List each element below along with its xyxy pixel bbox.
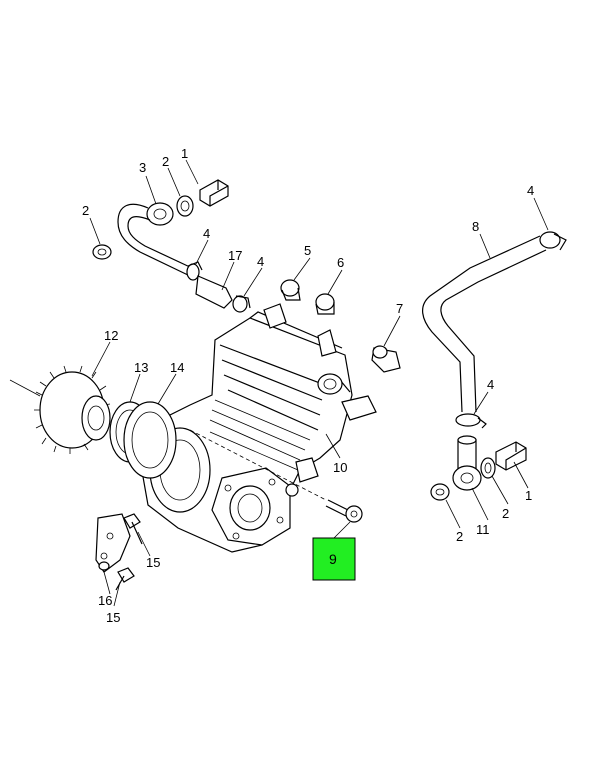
label-4-right-top: 4 [527,183,534,198]
label-11: 11 [476,522,490,537]
leader-lines [89,159,549,607]
label-2-right: 2 [502,506,509,521]
label-1-top: 1 [181,146,188,161]
label-16: 16 [98,593,112,608]
label-9: 9 [329,551,337,567]
hose-clamp-4-top [539,231,567,251]
label-5: 5 [304,243,311,258]
label-8: 8 [472,219,479,234]
part-labels: 1 2 3 2 4 17 4 5 6 7 8 4 4 12 13 14 10 1… [82,146,534,625]
label-2-top: 2 [162,154,169,169]
label-10: 10 [333,460,347,475]
label-4-a: 4 [203,226,210,241]
banjo-bolt-1-right [495,441,527,471]
washer-2-lower-right [430,483,450,501]
label-1-right: 1 [525,488,532,503]
label-2-bottom-right: 2 [456,529,463,544]
mounting-bolt-9 [189,429,363,523]
tee-fitting-11 [452,435,482,491]
hose-8 [422,235,547,413]
label-14: 14 [170,360,184,375]
washer-2-right [480,457,496,479]
label-15-lower: 15 [106,610,120,625]
label-2-left: 2 [82,203,89,218]
air-compressor-body [139,303,377,553]
label-13: 13 [134,360,148,375]
label-4-right-mid: 4 [487,377,494,392]
label-4-b: 4 [257,254,264,269]
fitting-5 [280,279,301,301]
bracket-16 [95,513,131,573]
label-12: 12 [104,328,118,343]
label-6: 6 [337,255,344,270]
highlight-box-part-9[interactable] [312,537,356,581]
label-17: 17 [228,248,242,263]
coolant-tube-upper [92,179,251,313]
hose-clamp-4-bottom [455,413,487,429]
fitting-6 [315,293,335,315]
label-3: 3 [139,160,146,175]
label-15-upper: 15 [146,555,160,570]
drive-gear-12 [9,365,111,454]
adapter-14 [123,401,177,479]
bolt-15-upper [123,513,143,545]
fitting-7 [371,345,401,373]
label-7: 7 [396,301,403,316]
